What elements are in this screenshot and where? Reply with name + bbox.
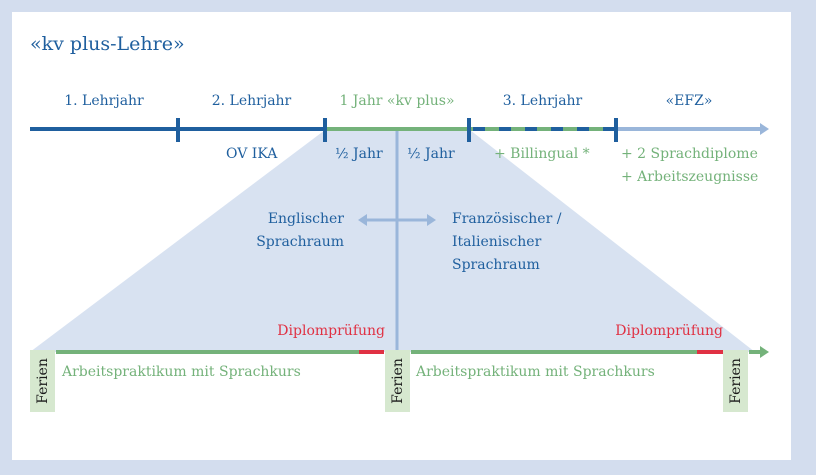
label-praktikum-left: Arbeitspraktikum mit Sprachkurs xyxy=(62,364,301,380)
label-diplompruefung-left: Diplomprüfung xyxy=(277,323,385,339)
label-billingual: + Billingual * xyxy=(494,146,590,162)
ferien-label-2: Ferien xyxy=(389,358,406,404)
diagram-title: «kv plus-Lehre» xyxy=(30,33,185,55)
label-english-region-2: Sprachraum xyxy=(256,234,344,250)
arrow-left-head xyxy=(358,214,367,226)
label-lehrjahr-3: 3. Lehrjahr xyxy=(502,93,583,109)
ferien-box-1: Ferien xyxy=(30,350,55,412)
ferien-label-1: Ferien xyxy=(34,358,51,404)
ferien-label-3: Ferien xyxy=(727,358,744,404)
label-diplompruefung-right: Diplomprüfung xyxy=(615,323,723,339)
label-french-italian-region-1: Französischer / xyxy=(452,211,562,227)
label-efz: «EFZ» xyxy=(665,93,713,109)
label-lehrjahr-1: 1. Lehrjahr xyxy=(64,93,144,109)
label-french-italian-region-2: Italienischer xyxy=(452,234,542,250)
label-lehrjahr-2: 2. Lehrjahr xyxy=(211,93,292,109)
label-ov-ika: OV IKA xyxy=(226,146,278,162)
label-sprachdiplome: + 2 Sprachdiplome xyxy=(621,146,758,162)
label-kv-plus-year: 1 Jahr «kv plus» xyxy=(339,93,455,109)
label-english-region-1: Englischer xyxy=(267,211,344,227)
ferien-box-3: Ferien xyxy=(723,350,748,412)
bottom-arrow-head xyxy=(760,346,769,358)
timeline-arrow-head xyxy=(760,123,769,135)
ferien-box-2: Ferien xyxy=(385,350,410,412)
kv-plus-expansion-area xyxy=(30,130,755,352)
arrow-right-head xyxy=(427,214,436,226)
label-half-year-2: ½ Jahr xyxy=(407,146,455,162)
label-french-italian-region-3: Sprachraum xyxy=(452,257,540,273)
label-half-year-1: ½ Jahr xyxy=(335,146,383,162)
label-arbeitszeugnisse: + Arbeitszeugnisse xyxy=(621,169,759,185)
label-praktikum-right: Arbeitspraktikum mit Sprachkurs xyxy=(416,364,655,380)
